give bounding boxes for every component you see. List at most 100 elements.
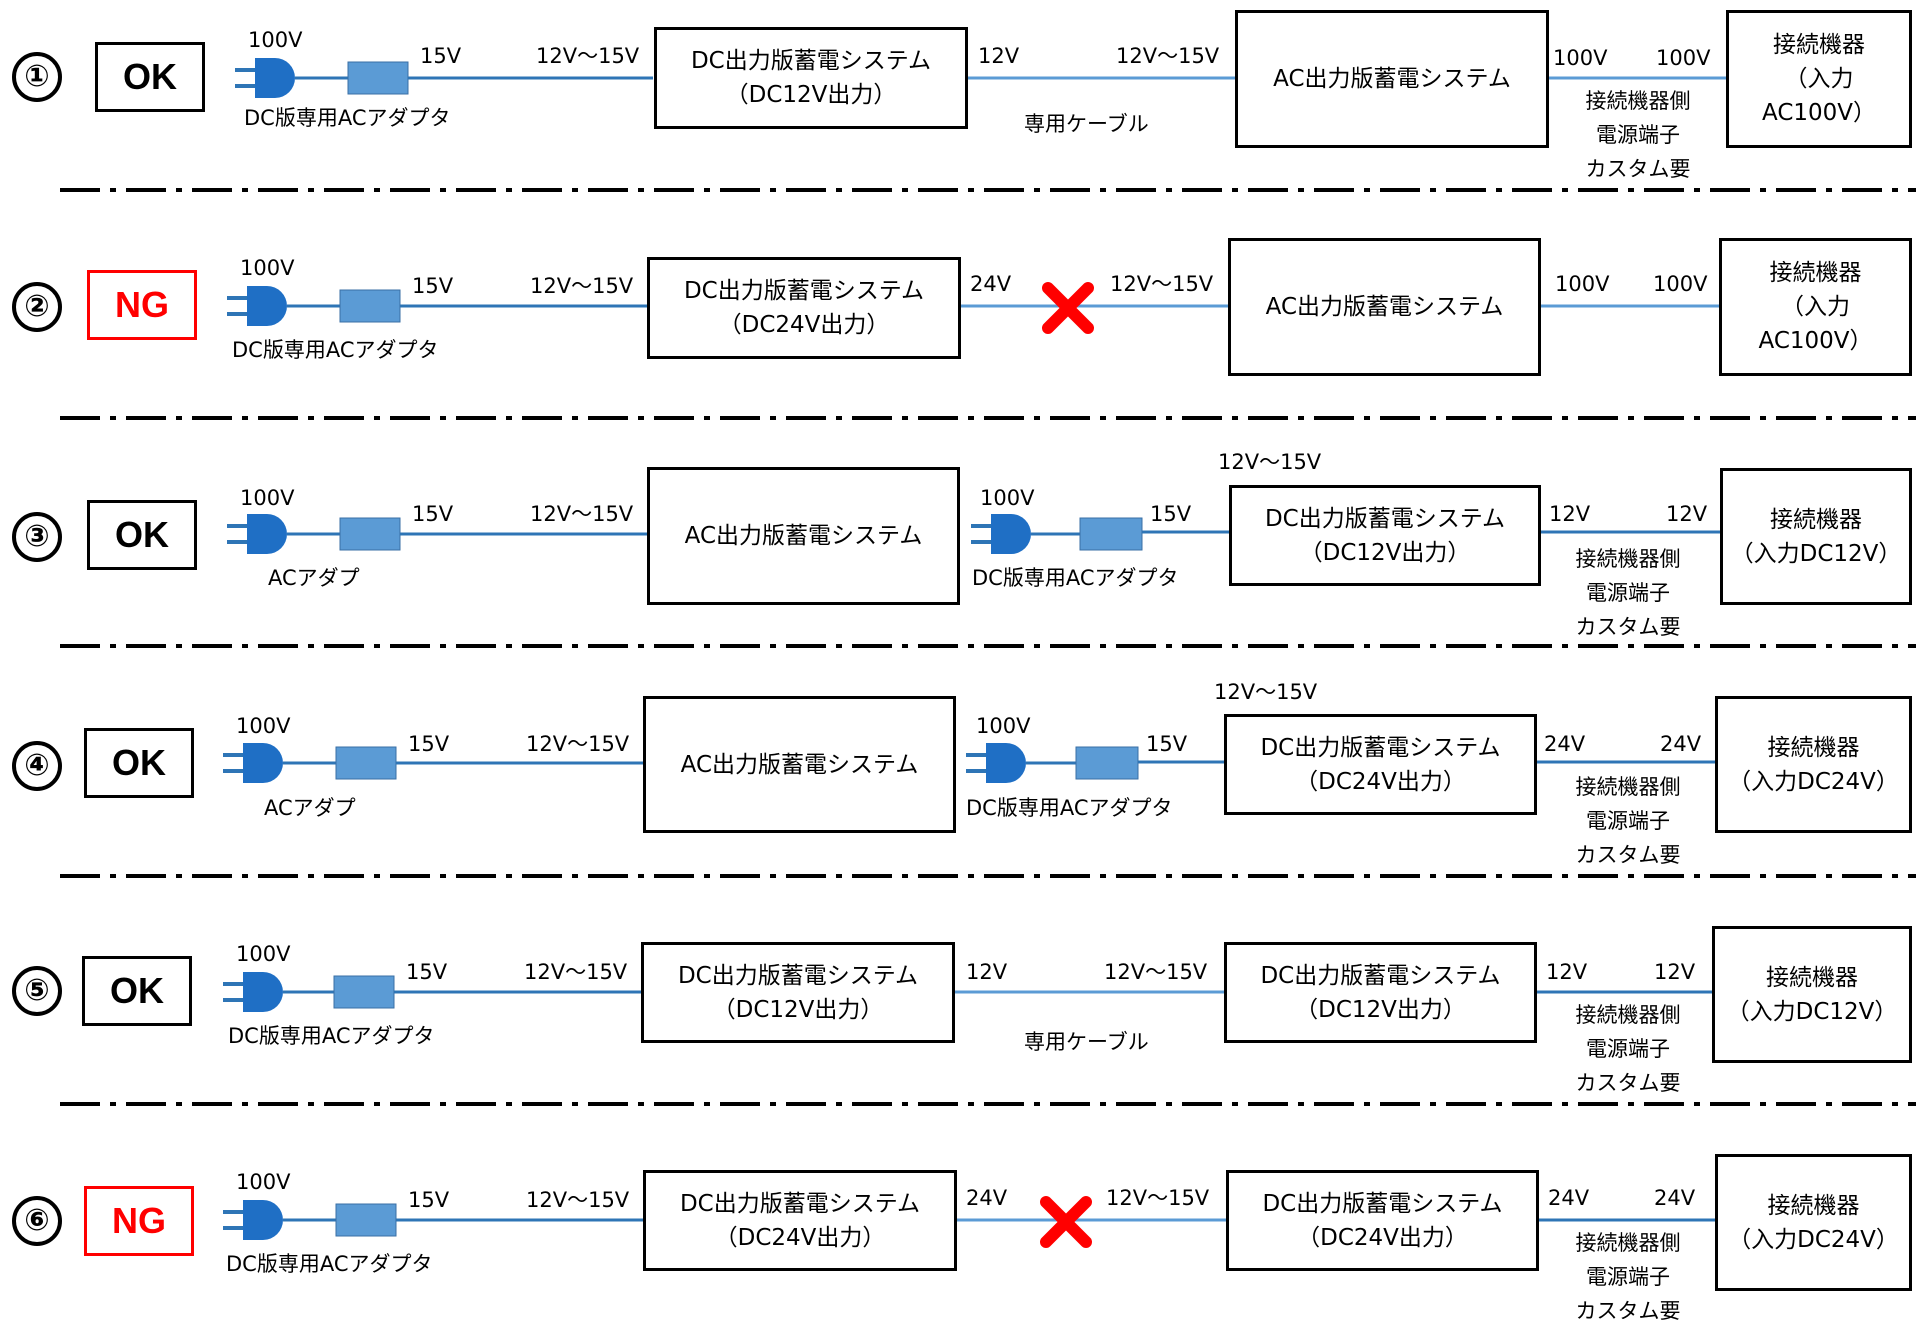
box-title: DC出力版蓄電システム: [690, 48, 932, 74]
terminal-note: 接続機器側 電源端子 カスタム要: [1575, 1231, 1681, 1323]
cable-label: 専用ケーブル: [1024, 1030, 1149, 1054]
voltage-label: 24V: [1654, 1186, 1696, 1210]
voltage-label: 12V〜15V: [1106, 1186, 1210, 1210]
voltage-label: 100V: [240, 486, 295, 510]
box-title: 接続機器: [1766, 964, 1858, 991]
plug-icon: [221, 1198, 285, 1242]
verdict-badge: NG: [87, 270, 197, 340]
verdict-badge: OK: [84, 728, 194, 798]
cross-icon: [1048, 288, 1088, 328]
dc-storage-box: DC出力版蓄電システム （DC12V出力）: [1229, 485, 1541, 586]
voltage-label: 100V: [236, 942, 291, 966]
dc-storage-box: DC出力版蓄電システム （DC12V出力）: [641, 942, 955, 1043]
box-title: DC出力版蓄電システム: [1260, 734, 1501, 761]
voltage-label: 12V: [1666, 502, 1708, 526]
box-subtitle: （入力DC12V）: [1730, 540, 1902, 567]
adapter-block: [1075, 746, 1139, 780]
box-title: DC出力版蓄電システム: [1260, 962, 1501, 989]
ac-storage-box: AC出力版蓄電システム: [647, 467, 960, 605]
voltage-label: 15V: [406, 960, 448, 984]
voltage-label: 12V〜15V: [1104, 960, 1208, 984]
voltage-label: 15V: [408, 1188, 450, 1212]
voltage-label: 12V: [1549, 502, 1591, 526]
voltage-label: 24V: [966, 1186, 1008, 1210]
terminal-note: 接続機器側 電源端子 カスタム要: [1575, 547, 1681, 639]
voltage-label: 12V〜15V: [536, 44, 640, 68]
box-title: DC出力版蓄電システム: [679, 1190, 921, 1217]
box-subtitle: （DC12V出力）: [1295, 996, 1466, 1023]
row-number: ⑤: [12, 966, 62, 1016]
box-subtitle: （DC12V出力）: [712, 996, 884, 1023]
plug-icon: [233, 56, 297, 100]
plug-icon: [225, 284, 289, 328]
voltage-label: 15V: [420, 44, 462, 68]
voltage-label: 12V: [1654, 960, 1696, 984]
cable-label: 専用ケーブル: [1024, 112, 1149, 136]
device-box: 接続機器 （入力 AC100V）: [1726, 10, 1912, 148]
dc-storage-box: DC出力版蓄電システム （DC24V出力）: [643, 1170, 957, 1271]
ac-storage-box: AC出力版蓄電システム: [1228, 238, 1541, 376]
box-subtitle: （DC12V出力）: [725, 82, 897, 108]
adapter-block: [339, 517, 401, 551]
adapter-label: DC版専用ACアダプタ: [226, 1252, 433, 1276]
plug-icon: [221, 970, 285, 1014]
voltage-label: 100V: [248, 28, 303, 52]
voltage-label: 15V: [1150, 502, 1192, 526]
terminal-note: 接続機器側 電源端子 カスタム要: [1585, 89, 1691, 181]
box-subtitle: （DC24V出力）: [1297, 1224, 1468, 1251]
box-title: DC出力版蓄電システム: [1262, 1190, 1503, 1217]
box-title: AC出力版蓄電システム: [680, 751, 919, 778]
voltage-label: 24V: [1544, 732, 1586, 756]
voltage-label: 24V: [970, 272, 1012, 296]
adapter-label: DC版専用ACアダプタ: [244, 106, 451, 130]
device-box: 接続機器 （入力DC12V）: [1720, 468, 1912, 605]
box-subtitle: （DC24V出力）: [718, 312, 890, 338]
voltage-label: 12V: [1546, 960, 1588, 984]
adapter-block: [335, 1203, 397, 1237]
voltage-label: 12V〜15V: [530, 502, 634, 526]
voltage-label: 12V〜15V: [526, 1188, 630, 1212]
box-subtitle: （DC12V出力）: [1299, 539, 1471, 566]
row-number: ⑥: [12, 1196, 62, 1246]
box-title: 接続機器: [1770, 506, 1862, 533]
adapter-block: [1079, 517, 1143, 551]
voltage-label: 15V: [408, 732, 450, 756]
row-number: ②: [12, 282, 62, 332]
dc-storage-box: DC出力版蓄電システム （DC24V出力）: [1224, 714, 1537, 815]
plug-icon: [969, 512, 1033, 556]
voltage-label: 12V〜15V: [1218, 450, 1322, 474]
plug-icon: [964, 741, 1028, 785]
voltage-label: 100V: [240, 256, 295, 280]
voltage-label: 15V: [412, 274, 454, 298]
box-subtitle: （入力DC12V）: [1726, 998, 1898, 1025]
row-number: ④: [12, 741, 62, 791]
box-subtitle: （入力DC24V）: [1728, 768, 1899, 795]
voltage-label: 12V〜15V: [526, 732, 630, 756]
box-title: DC出力版蓄電システム: [683, 278, 925, 304]
verdict-badge: OK: [87, 500, 197, 570]
box-subtitle: （入力DC24V）: [1728, 1226, 1899, 1253]
voltage-label: 100V: [1656, 46, 1711, 70]
box-subtitle: （DC24V出力）: [714, 1224, 886, 1251]
voltage-label: 12V: [978, 44, 1020, 68]
voltage-label: 24V: [1548, 1186, 1590, 1210]
box-title: AC出力版蓄電システム: [1273, 66, 1511, 92]
device-box: 接続機器 （入力DC24V）: [1715, 1154, 1912, 1291]
cross-icon: [1046, 1202, 1086, 1242]
voltage-label: 12V: [966, 960, 1008, 984]
dc-storage-box: DC出力版蓄電システム （DC24V出力）: [1226, 1170, 1539, 1271]
voltage-label: 12V〜15V: [530, 274, 634, 298]
adapter-label: ACアダプ: [264, 796, 356, 820]
box-subtitle: （入力: [1781, 294, 1850, 320]
box-title: DC出力版蓄電システム: [677, 962, 919, 989]
voltage-label: 15V: [412, 502, 454, 526]
adapter-block: [339, 289, 401, 323]
box-title: 接続機器: [1767, 734, 1860, 761]
box-subtitle: AC100V）: [1758, 328, 1873, 354]
ac-storage-box: AC出力版蓄電システム: [1235, 10, 1549, 148]
box-title: 接続機器: [1773, 32, 1865, 58]
device-box: 接続機器 （入力 AC100V）: [1719, 238, 1912, 376]
dc-storage-box: DC出力版蓄電システム （DC24V出力）: [647, 257, 961, 359]
verdict-badge: NG: [84, 1186, 194, 1256]
